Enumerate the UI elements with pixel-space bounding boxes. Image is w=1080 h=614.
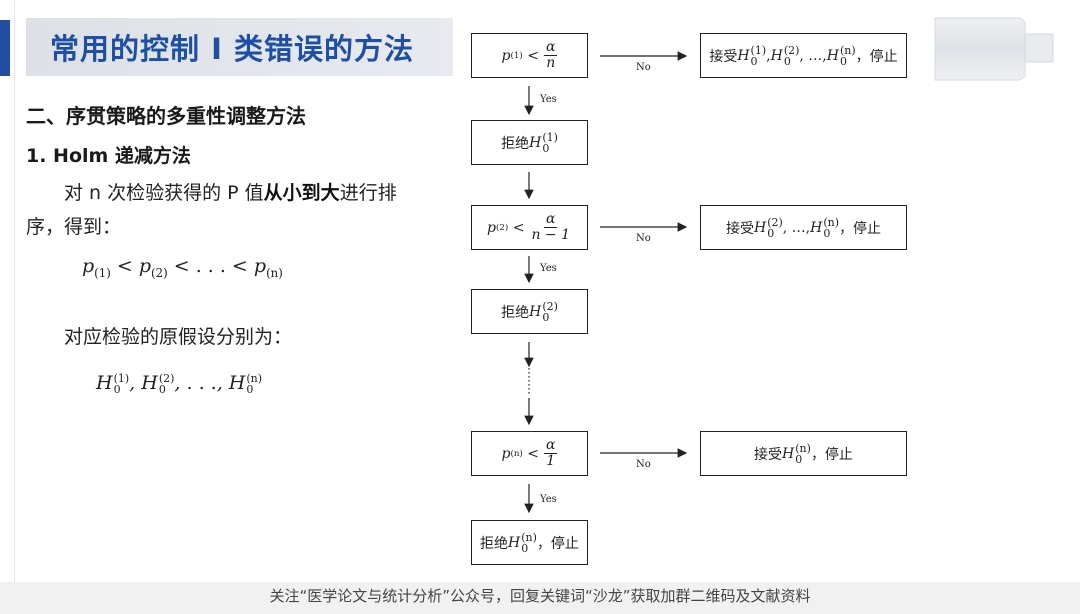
footer-bar (0, 582, 1080, 614)
stop-text: ，停止 (810, 446, 853, 463)
no-label-2: No (636, 233, 651, 244)
paragraph-ordering: 对 n 次检验获得的 P 值从小到大进行排序，得到： (26, 176, 416, 244)
subsection-heading: 1. Holm 递减方法 (26, 145, 191, 167)
paragraph-text-end: 进行排序，得到： (26, 182, 397, 238)
no-label-1: No (636, 62, 651, 73)
no-label-3: No (636, 459, 651, 470)
accept-text: 接受 (709, 48, 738, 65)
condition-n-denominator: 1 (546, 453, 556, 469)
reject-text: 拒绝 (501, 135, 530, 152)
yes-label-3: Yes (540, 494, 557, 505)
accept-text: 接受 (725, 220, 754, 237)
p-value-order-equation: p(1) < p(2) < . . . < p(n) (82, 255, 283, 280)
reject-text: 拒绝 (480, 535, 509, 552)
title-banner: 常用的控制 I 类错误的方法 (26, 18, 453, 76)
reject-text: 拒绝 (501, 304, 530, 321)
section-heading: 二、序贯策略的多重性调整方法 (26, 104, 306, 128)
slide: 常用的控制 I 类错误的方法 二、序贯策略的多重性调整方法 1. Holm 递减… (0, 0, 1080, 582)
title-accent-bar (0, 20, 10, 76)
slide-title: 常用的控制 I 类错误的方法 (50, 32, 414, 66)
paragraph-text: 对 n 次检验获得的 P 值 (64, 182, 264, 204)
pen-graphic (934, 17, 1054, 81)
hypotheses-equation: H(1)0, H(2)0, . . ., H(n)0 (96, 372, 263, 396)
yes-label-1: Yes (540, 94, 557, 105)
slide-border (14, 0, 1080, 582)
yes-label-2: Yes (540, 263, 557, 274)
accept-text: 接受 (754, 446, 783, 463)
paragraph-bold-text: 从小到大 (263, 182, 340, 204)
paragraph-hypotheses: 对应检验的原假设分别为： (64, 326, 293, 348)
stop-text: ，停止 (536, 535, 579, 552)
stop-text: ，停止 (855, 48, 898, 65)
condition-2-denominator: n − 1 (531, 227, 570, 243)
stop-text: ，停止 (839, 220, 882, 237)
condition-1-denominator: n (546, 55, 556, 71)
footer-caption: 关注“医学论文与统计分析”公众号，回复关键词“沙龙”获取加群二维码及文献资料 (269, 587, 811, 605)
flowchart-connectors (524, 51, 688, 514)
